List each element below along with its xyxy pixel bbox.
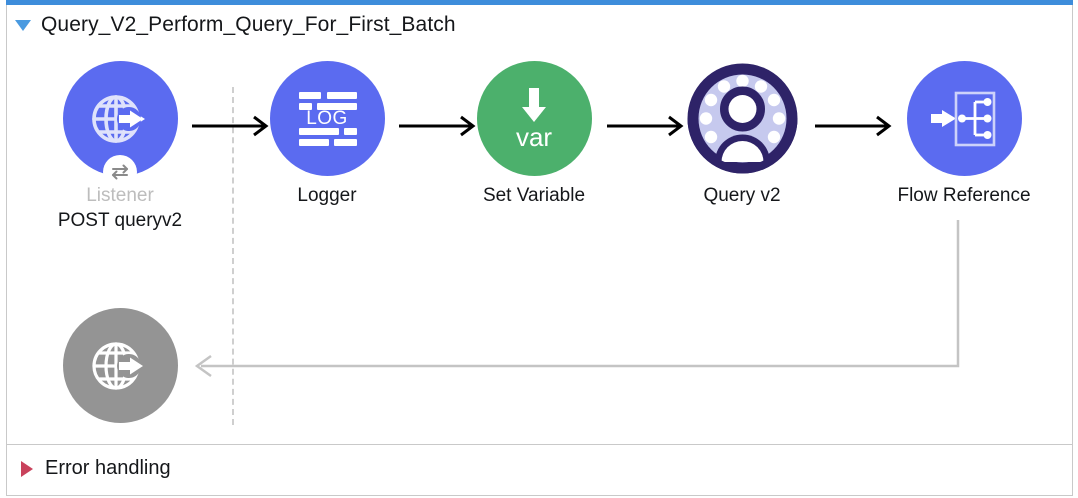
window-accent-bar: [6, 0, 1073, 5]
node-response-circle[interactable]: [62, 308, 178, 423]
node-listener-label: Listener: [86, 185, 154, 206]
node-flow-reference-label: Flow Reference: [897, 185, 1031, 206]
node-set-variable-label: Set Variable: [482, 185, 586, 206]
node-set-variable-circle[interactable]: var: [476, 61, 592, 176]
connector-flow-reference-to-response: [194, 220, 960, 378]
node-query-v2-circle[interactable]: [685, 61, 800, 176]
salesforce-user-ring-icon: [687, 63, 797, 174]
flow-title: Query_V2_Perform_Query_For_First_Batch: [41, 13, 456, 36]
triangle-down-icon[interactable]: [15, 19, 31, 31]
node-flow-reference-circle[interactable]: [906, 61, 1022, 176]
flow-header[interactable]: Query_V2_Perform_Query_For_First_Batch: [15, 13, 456, 37]
node-listener-circle[interactable]: [62, 61, 178, 189]
node-listener[interactable]: Listener POST queryv2: [40, 61, 200, 232]
node-query-v2-label: Query v2: [703, 185, 781, 206]
error-handling-label: Error handling: [45, 457, 171, 479]
down-arrow-var-icon: var: [516, 87, 552, 152]
globe-arrow-icon: [92, 94, 145, 143]
node-response[interactable]: [40, 308, 200, 432]
node-logger[interactable]: LOG Logger: [247, 61, 407, 207]
node-flow-reference[interactable]: Flow Reference: [884, 61, 1044, 207]
set-variable-icon-text: var: [516, 122, 552, 152]
flow-reference-icon: [931, 91, 996, 146]
exchange-arrows-icon: [112, 164, 128, 180]
listener-exchange-badge: [103, 155, 137, 189]
globe-arrow-icon: [92, 341, 143, 390]
source-boundary-line: [232, 87, 234, 425]
error-handling-header[interactable]: Error handling: [21, 457, 171, 480]
node-set-variable[interactable]: var Set Variable: [454, 61, 614, 207]
logger-icon-text: LOG: [306, 108, 348, 129]
node-logger-circle[interactable]: LOG: [269, 61, 385, 176]
error-handling-panel[interactable]: Error handling: [6, 444, 1073, 496]
node-listener-sublabel: POST queryv2: [57, 210, 183, 231]
node-logger-label: Logger: [297, 185, 357, 206]
flow-panel[interactable]: Query_V2_Perform_Query_For_First_Batch: [6, 5, 1073, 444]
triangle-right-icon[interactable]: [21, 460, 33, 477]
node-query-v2[interactable]: Query v2: [662, 61, 822, 207]
log-lines-icon: LOG: [299, 91, 357, 146]
